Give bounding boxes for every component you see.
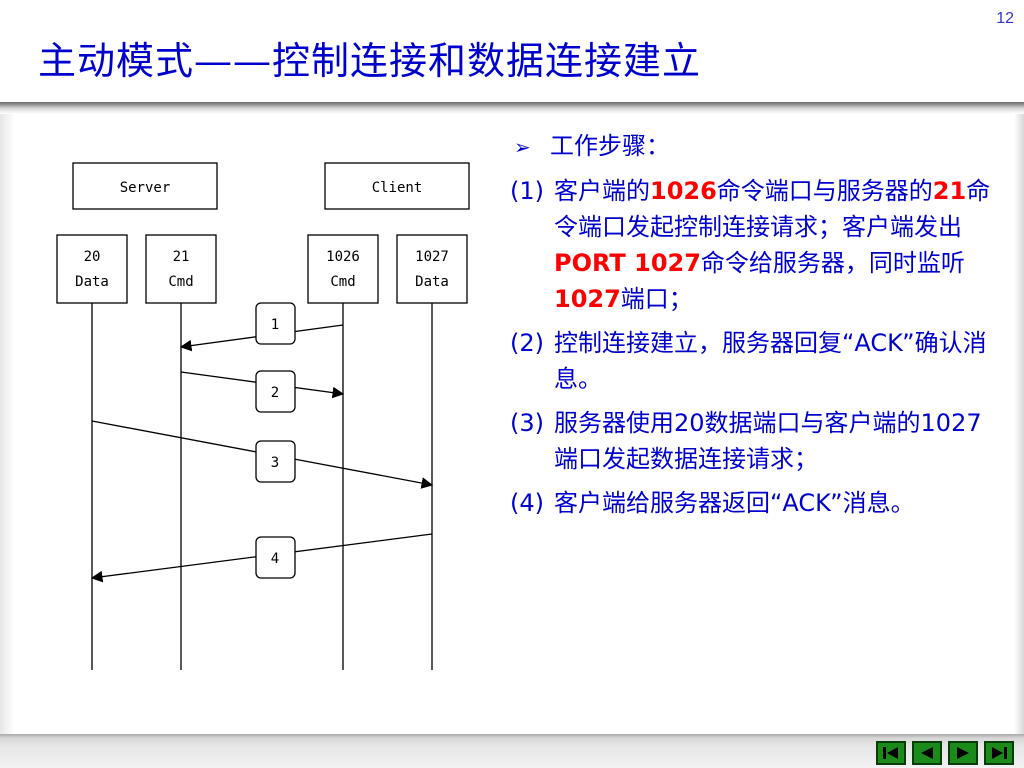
step-item: (2)控制连接建立，服务器回复“ACK”确认消息。 <box>510 325 1000 397</box>
next-slide-button[interactable] <box>948 741 978 765</box>
last-slide-icon <box>992 747 1007 759</box>
step-number: (2) <box>510 329 544 357</box>
steps-heading: ➢ 工作步骤： <box>514 128 1000 165</box>
port-box-20-data: 20 Data <box>56 234 128 304</box>
client-box <box>324 162 470 210</box>
svg-text:Cmd: Cmd <box>168 274 193 290</box>
previous-slide-button[interactable] <box>912 741 942 765</box>
server-label: Server <box>120 180 171 196</box>
svg-text:20: 20 <box>84 249 101 265</box>
page-number: 12 <box>996 10 1014 27</box>
step-item: (4)客户端给服务器返回“ACK”消息。 <box>510 485 1000 521</box>
svg-text:1027: 1027 <box>415 249 449 265</box>
step-number: (1) <box>510 177 544 205</box>
step-item: (1)客户端的1026命令端口与服务器的21命令端口发起控制连接请求；客户端发出… <box>510 173 1000 317</box>
previous-slide-icon <box>921 747 933 759</box>
work-steps-panel: ➢ 工作步骤： (1)客户端的1026命令端口与服务器的21命令端口发起控制连接请… <box>510 128 1000 521</box>
server-box <box>72 162 218 210</box>
port-box-21-cmd: 21 Cmd <box>145 234 217 304</box>
step-number: (4) <box>510 489 544 517</box>
svg-text:Data: Data <box>415 274 449 290</box>
step-label-1: 1 <box>255 302 296 345</box>
title-divider <box>0 102 1024 114</box>
svg-text:Data: Data <box>75 274 109 290</box>
next-slide-icon <box>957 747 969 759</box>
left-edge-strip <box>0 114 14 734</box>
bottom-bar <box>0 734 1024 768</box>
first-slide-icon <box>883 747 898 759</box>
svg-text:2: 2 <box>271 385 279 401</box>
step-label-4: 4 <box>255 536 296 579</box>
svg-text:3: 3 <box>271 455 279 471</box>
port-box-1027-data: 1027 Data <box>396 234 468 304</box>
port-box-1026-cmd: 1026 Cmd <box>307 234 379 304</box>
right-edge-strip <box>1014 114 1024 734</box>
last-slide-button[interactable] <box>984 741 1014 765</box>
step-number: (3) <box>510 409 544 437</box>
svg-text:Cmd: Cmd <box>330 274 355 290</box>
slide-title: 主动模式——控制连接和数据连接建立 <box>38 39 702 83</box>
arrow-bullet-icon: ➢ <box>514 135 531 159</box>
svg-text:21: 21 <box>173 249 190 265</box>
svg-text:4: 4 <box>271 551 279 567</box>
step-label-2: 2 <box>255 370 296 413</box>
step-item: (3)服务器使用20数据端口与客户端的1027端口发起数据连接请求； <box>510 405 1000 477</box>
steps-heading-text: 工作步骤： <box>550 132 670 160</box>
slide-navigation <box>876 741 1014 765</box>
ftp-sequence-diagram: Server Client 20 Data 21 Cmd 1026 Cmd 10… <box>56 162 470 670</box>
svg-text:1026: 1026 <box>326 249 360 265</box>
step-label-3: 3 <box>255 440 296 483</box>
first-slide-button[interactable] <box>876 741 906 765</box>
client-label: Client <box>372 180 423 196</box>
svg-text:1: 1 <box>271 317 279 333</box>
